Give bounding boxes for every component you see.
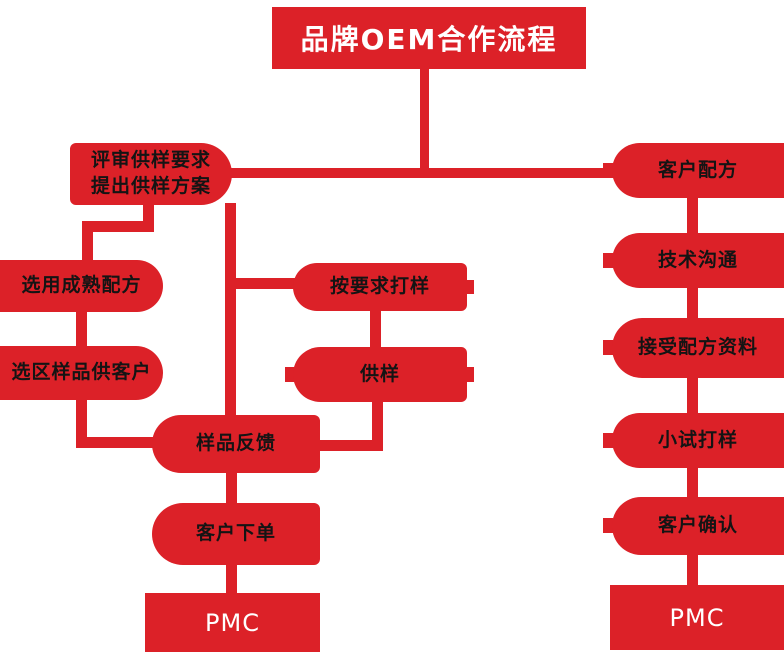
page-title-label: 品牌OEM合作流程: [300, 23, 558, 56]
connector-top-horizontal: [226, 168, 618, 178]
node-trial-sample: 小试打样: [612, 413, 784, 468]
connector-right-2: [687, 288, 698, 320]
node-sample-to-customer: 选区样品供客户: [0, 346, 163, 400]
connector-order-to-pmc: [226, 565, 237, 595]
nub-tech-communication-left: [603, 253, 613, 268]
nub-receive-formula-left: [603, 340, 613, 355]
nub-trial-sample-left: [603, 433, 613, 448]
connector-right-3: [687, 378, 698, 415]
connector-jog-horizontal: [82, 221, 154, 232]
nub-customer-confirm-left: [603, 518, 613, 533]
node-sample-feedback-label: 样品反馈: [195, 432, 276, 455]
node-customer-confirm: 客户确认: [612, 497, 784, 555]
connector-branch-to-sample-request: [225, 278, 305, 289]
connector-request-to-supply: [370, 311, 381, 349]
connector-review-down: [143, 203, 154, 232]
node-pmc-left-label: PMC: [205, 608, 260, 637]
node-pmc-right-label: PMC: [669, 603, 725, 632]
node-sample-to-customer-label: 选区样品供客户: [11, 361, 152, 384]
nub-supply-right: [465, 367, 474, 382]
nub-customer-formula-left: [603, 163, 613, 178]
node-customer-confirm-label: 客户确认: [657, 514, 738, 537]
connector-right-1: [687, 198, 698, 235]
connector-feedback-to-order: [226, 473, 237, 505]
connector-jog-down: [82, 221, 93, 262]
node-review-line1: 评审供样要求: [90, 149, 211, 172]
connector-title-down: [420, 66, 429, 172]
node-trial-sample-label: 小试打样: [657, 428, 738, 451]
connector-right-5: [687, 555, 698, 587]
node-sample-feedback: 样品反馈: [152, 415, 320, 473]
node-sample-on-request: 按要求打样: [293, 263, 467, 311]
connector-supply-down: [372, 402, 383, 451]
page-title: 品牌OEM合作流程: [272, 7, 586, 69]
node-customer-formula-label: 客户配方: [657, 158, 738, 181]
node-mature-formula-label: 选用成熟配方: [21, 274, 142, 297]
connector-into-feedback-right: [316, 440, 383, 451]
node-receive-formula-data: 接受配方资料: [612, 318, 784, 378]
node-customer-formula: 客户配方: [612, 143, 784, 198]
node-pmc-right: PMC: [610, 585, 784, 650]
node-sample-on-request-label: 按要求打样: [329, 275, 430, 298]
node-supply-sample: 供样: [293, 347, 467, 402]
node-tech-communication: 技术沟通: [612, 233, 784, 288]
nub-supply-left: [285, 367, 294, 382]
node-review-line2: 提出供样方案: [90, 175, 211, 197]
nub-sample-request-right: [465, 280, 474, 294]
connector-mature-to-sample: [76, 312, 87, 348]
node-mature-formula: 选用成熟配方: [0, 260, 163, 312]
node-review-sample-request: 评审供样要求 提出供样方案: [70, 143, 232, 205]
connector-into-feedback-left: [76, 437, 156, 448]
connector-right-4: [687, 468, 698, 499]
connector-sample-down: [76, 400, 87, 448]
connector-mid-vertical: [225, 203, 236, 422]
node-tech-communication-label: 技术沟通: [657, 248, 738, 271]
node-customer-order-label: 客户下单: [195, 522, 276, 545]
node-receive-formula-data-label: 接受配方资料: [637, 336, 758, 359]
node-pmc-left: PMC: [145, 593, 320, 652]
node-supply-sample-label: 供样: [359, 362, 400, 385]
node-customer-order: 客户下单: [152, 503, 320, 565]
